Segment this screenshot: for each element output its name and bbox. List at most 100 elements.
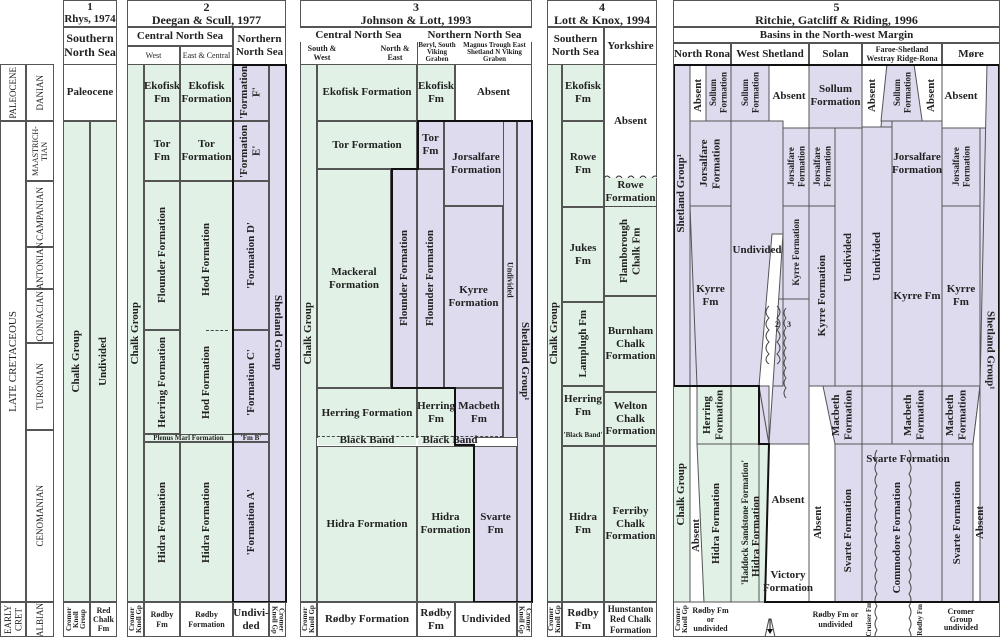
- col3-black-band-2: Black: [418, 434, 454, 446]
- col3-black-band-1: Black Band: [318, 434, 416, 446]
- col5-area-faroe: Faroe-Shetland Westray Ridge-Rona: [862, 43, 942, 65]
- col3-sub-magnus: Magnus Trough East Shetland N Viking Gra…: [458, 41, 531, 63]
- col5-more-macbeth: Macbeth Formation: [944, 389, 969, 441]
- col2-sub-west: West: [127, 46, 180, 65]
- col3-herring-fm: Herring Fm: [417, 388, 455, 438]
- col2-region-northern: Northern North Sea: [233, 27, 286, 65]
- col2-n-fm-b: 'Fm B': [233, 434, 269, 442]
- col3-boundary: [391, 168, 393, 389]
- col5-ws-absent-top: Absent: [772, 89, 806, 102]
- col5-more-jorsalfare: Jorsalfare Formation: [950, 146, 971, 188]
- col2-plenus-marl: Plenus Marl Formation: [144, 434, 233, 442]
- col5-nr-jorsalfare: Jorsalfare Formation: [697, 138, 723, 189]
- stage-campanian: CAMPANIAN: [26, 181, 54, 247]
- col5-more-absent: Absent: [973, 506, 986, 540]
- col3-hidra-2: Hidra Formation: [417, 446, 474, 602]
- col2-n-formation-c: 'Formation C': [233, 330, 269, 434]
- col2-n-formation-a: 'Formation A': [233, 442, 269, 602]
- col5-faroe-commodore: Commodore Formation: [890, 482, 903, 594]
- stage-maastrichtian: MAASTRICH-TIAN: [26, 121, 54, 181]
- epoch-early-cret: EARLY CRET: [0, 602, 26, 637]
- col2-hod-dash: [206, 330, 228, 331]
- col3-svarte: Svarte Fm: [474, 446, 517, 602]
- col5-ws-victory: Victory Formation: [762, 569, 814, 594]
- col3-hidra-1: Hidra Formation: [317, 446, 417, 602]
- col3-boundary: [417, 120, 419, 170]
- col4-ekofisk: Ekofisk Fm: [562, 64, 604, 121]
- col3-herring: Herring Formation: [317, 388, 417, 438]
- col5-body: [673, 64, 1000, 637]
- col4-herring: Herring Fm'Black Band': [562, 386, 604, 446]
- col5-faroe-jorsalfare: Jorsalfare Formation: [891, 150, 943, 176]
- col4-rowe: Rowe Fm: [562, 121, 604, 207]
- col5-ws-note-3: 3: [787, 320, 791, 329]
- col2-w-herring: Herring Formation: [144, 330, 180, 434]
- col2-w-tor: Tor Fm: [144, 121, 180, 181]
- col5-area-north-rona: North Rona: [673, 43, 731, 65]
- col5-area-solan: Solan: [809, 43, 862, 65]
- stage-albian: ALBIAN: [26, 602, 54, 637]
- col4-rowe-formation: Rowe Formation: [604, 178, 657, 207]
- col2-n-undivided: Undivi-ded: [233, 602, 269, 637]
- col4-cromer: Cromer Knoll Gp: [547, 602, 562, 637]
- col2-w-hidra: Hidra Formation: [144, 442, 180, 602]
- col2-w-ekofisk: Ekofisk Fm: [144, 64, 180, 121]
- col4-lamplugh: Lamplugh Fm: [562, 302, 604, 386]
- col4-hidra: Hidra Fm: [562, 446, 604, 602]
- col5-nr-rodby: Rødby Fm or undivided: [692, 605, 729, 634]
- col5-ws-absent: Absent: [771, 493, 805, 506]
- col2-sub-east: East & Central: [180, 46, 233, 65]
- stage-danian: DANIAN: [26, 64, 54, 121]
- col2-chalk-group: Chalk Group: [127, 64, 144, 602]
- col3-macbeth: Macbeth Fm: [455, 388, 503, 438]
- col1-red-chalk: Red Chalk Fm: [90, 602, 117, 637]
- col3-flounder-2: Flounder Formation: [417, 169, 444, 388]
- col3-jorsalfare: Jorsalfare Formation: [444, 121, 508, 206]
- col5-faroe-svarte: Svarte Formation: [866, 452, 950, 465]
- stage-coniacian: CONIACIAN: [26, 289, 54, 343]
- col3-sub-beryl: Beryl, South Viking Graben: [418, 40, 456, 63]
- col3-shetland-group: Shetland Group¹: [517, 121, 532, 602]
- epoch-late-cretaceous: LATE CRETACEOUS: [0, 121, 26, 602]
- col3-undivided-v: Undivided: [503, 121, 517, 438]
- col3-tor-fm: Tor Fm: [417, 121, 444, 169]
- col5-area-more: Møre: [942, 43, 1000, 65]
- col5-faroe-sollum: Sollum Formation: [891, 72, 912, 113]
- col5-solan-kyrre: Kyrre Formation: [815, 255, 828, 337]
- col1-chalk-group: Chalk Group: [63, 121, 90, 602]
- col5-ws-note-2: 2: [775, 320, 779, 329]
- col3-tor: Tor Formation: [317, 121, 417, 169]
- col3-undivided: Undivided: [455, 602, 517, 637]
- col2-n-formation-d: 'Formation D': [233, 181, 269, 330]
- col2-e-hidra: Hidra Formation: [180, 442, 233, 602]
- col2-w-rodby: Rødby Fm: [144, 602, 180, 637]
- col3-region-northern: Northern North Sea: [417, 28, 532, 42]
- col5-area-west-shetland: West Shetland: [731, 43, 809, 65]
- col3-boundary: [454, 387, 456, 445]
- col3-rodby-1: Rødby Formation: [317, 602, 417, 637]
- col1-region: Southern North Sea: [63, 27, 117, 65]
- col3-kyrre: Kyrre Formation: [444, 206, 503, 388]
- col3-cromer-left: Cromer Knoll Gp: [300, 602, 317, 637]
- col4-absent: Absent: [604, 64, 657, 177]
- col2-n-formation-e: 'Formation E': [233, 121, 269, 181]
- col5-solan-svarte: Svarte Formation: [842, 489, 855, 573]
- col3-mackeral: Mackeral Formation: [317, 169, 391, 388]
- col2-cromer-right: Cromer Knoll Gp: [269, 602, 286, 637]
- col5-ws-jorsalfare: Jorsalfare Formation: [785, 146, 806, 188]
- col3-flounder-1: Flounder Formation: [391, 169, 417, 388]
- col5-ws-undivided: Undivided: [732, 243, 782, 256]
- col3-black-band-3: Band: [452, 434, 478, 447]
- col3-chalk-group: Chalk Group: [300, 64, 317, 602]
- col4-jukes: Jukes Fm: [562, 207, 604, 302]
- col2-n-formation-f: 'Formation F': [233, 64, 269, 121]
- col5-faroe-macbeth: Macbeth Formation: [902, 389, 927, 441]
- col3-boundary: [454, 444, 475, 446]
- stage-turonian: TURONIAN: [26, 343, 54, 430]
- col3-ekofisk-fm: Ekofisk Fm: [417, 64, 455, 121]
- col5-ws-kyrre: Kyrre Formation: [790, 219, 801, 286]
- stage-cenomanian: CENOMANIAN: [26, 430, 54, 602]
